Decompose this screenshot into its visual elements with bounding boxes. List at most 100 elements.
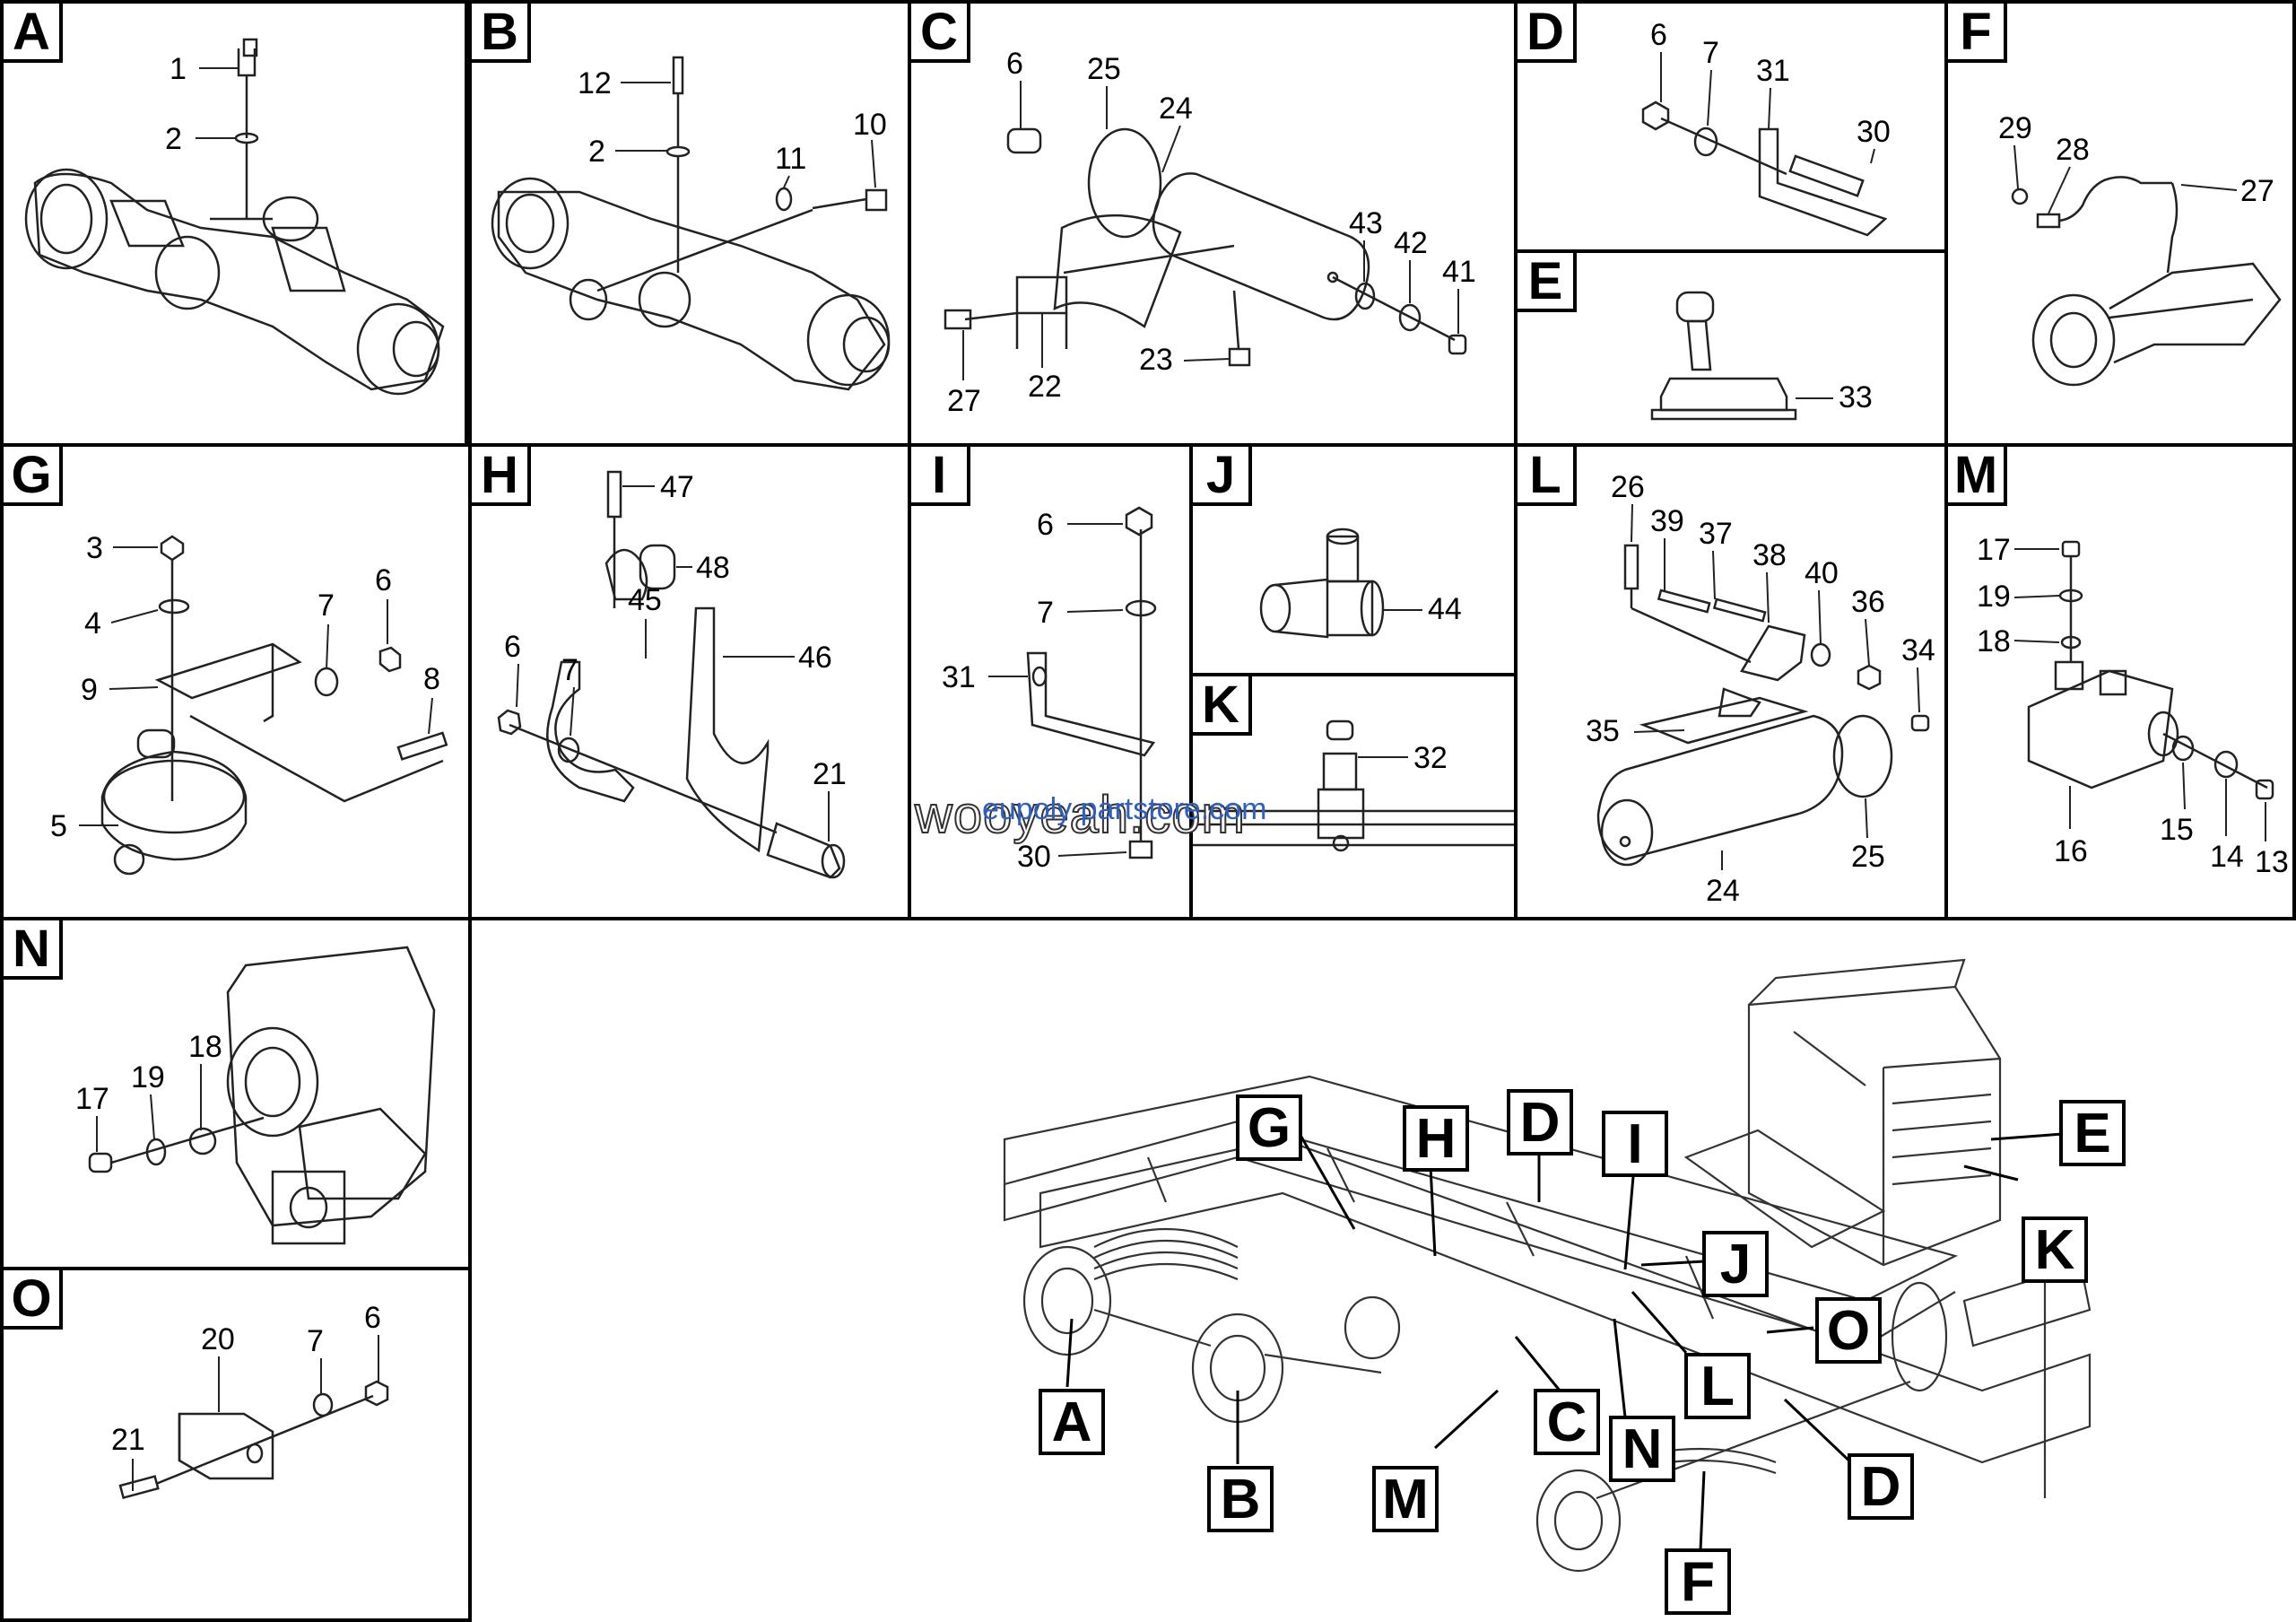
part-label: 30: [1857, 115, 1891, 149]
part-label: 37: [1699, 517, 1733, 551]
part-label: 18: [188, 1030, 222, 1064]
panel-m: M 17 19 18 16 15 14 13: [1944, 443, 2296, 920]
part-label: 20: [201, 1322, 235, 1356]
part-label: 29: [1998, 111, 2032, 145]
part-label: 36: [1851, 585, 1885, 619]
part-label: 24: [1159, 92, 1193, 126]
part-label: 48: [696, 551, 730, 585]
part-label: 6: [1650, 18, 1667, 52]
part-label: 14: [2210, 840, 2244, 874]
part-label: 23: [1139, 343, 1173, 377]
part-label: 39: [1650, 504, 1684, 538]
part-label: 7: [307, 1324, 324, 1358]
part-label: 6: [504, 630, 521, 664]
axle-drawing: [24, 38, 445, 396]
part-label: 47: [660, 470, 694, 504]
bracket-drawing: [1026, 506, 1157, 859]
panel-letter: B: [472, 4, 531, 63]
overview-callout-a: A: [1039, 1389, 1105, 1455]
part-label: 3: [86, 531, 103, 565]
panel-letter: H: [472, 447, 531, 506]
panel-h: H 47 48 45 46 6 7 21: [468, 443, 911, 920]
part-label: 21: [813, 757, 847, 791]
panel-letter: F: [1948, 4, 2007, 63]
part-label: 15: [2160, 813, 2194, 847]
axle-drawing: [491, 56, 891, 391]
part-label: 46: [798, 641, 832, 675]
overview-callout-f: F: [1665, 1548, 1731, 1615]
overview-callout-c: C: [1534, 1389, 1600, 1455]
part-label: 27: [2240, 174, 2274, 208]
part-label: 13: [2255, 845, 2289, 879]
part-label: 7: [317, 589, 335, 623]
part-label: 31: [942, 660, 976, 694]
part-label: 1: [170, 52, 187, 86]
part-label: 19: [1977, 580, 2011, 614]
part-label: 6: [1037, 508, 1054, 542]
part-label: 34: [1901, 633, 1935, 667]
part-label: 45: [628, 583, 662, 617]
panel-letter: K: [1193, 676, 1252, 736]
gearbox-drawing: [88, 946, 436, 1245]
overview-callout-n: N: [1609, 1416, 1675, 1482]
part-label: 42: [1394, 226, 1428, 260]
part-label: 31: [1756, 54, 1790, 88]
panel-letter: G: [4, 447, 63, 506]
part-label: 6: [364, 1301, 381, 1335]
part-label: 2: [165, 122, 182, 156]
panel-letter: M: [1948, 447, 2007, 506]
panel-l: L 26 39 37 38 40 36 34 35 24 25: [1514, 443, 1948, 920]
panel-o: O 20 7 6 21: [0, 1267, 472, 1622]
part-label: 27: [947, 384, 981, 418]
watermark-overlay: eupoly partstore.com: [982, 792, 1267, 826]
overview-callout-b: B: [1207, 1466, 1274, 1532]
part-label: 35: [1586, 714, 1620, 748]
part-label: 16: [2054, 834, 2088, 868]
watermark: wooyeah.com: [914, 785, 1246, 845]
part-label: 28: [2056, 133, 2090, 167]
part-label: 24: [1706, 874, 1740, 908]
panel-letter: C: [911, 4, 970, 63]
overview-callout-o: O: [1815, 1297, 1882, 1364]
valve-drawing: [100, 535, 448, 876]
part-label: 43: [1349, 206, 1383, 240]
part-label: 26: [1611, 470, 1645, 504]
part-label: 32: [1413, 741, 1448, 775]
part-label: 17: [75, 1082, 109, 1116]
part-label: 33: [1839, 380, 1873, 414]
part-label: 11: [775, 142, 807, 176]
bracket-drawing: [1641, 100, 1888, 237]
overview-callout-h: H: [1403, 1105, 1469, 1172]
overview-callout-e: E: [2059, 1100, 2126, 1166]
overview-callout-g: G: [1236, 1094, 1302, 1161]
part-label: 12: [578, 66, 612, 100]
part-label: 22: [1028, 370, 1062, 404]
switch-drawing: [1193, 719, 1514, 852]
tank-drawing: [1596, 544, 1930, 867]
part-label: 7: [1702, 36, 1719, 70]
panel-letter: N: [4, 920, 63, 980]
panel-a: A 1 2: [0, 0, 468, 447]
overview-callout-d: D: [1507, 1089, 1573, 1155]
panel-letter: D: [1518, 4, 1577, 63]
part-label: 6: [375, 563, 392, 597]
part-label: 25: [1087, 52, 1121, 86]
panel-letter: O: [4, 1270, 63, 1330]
part-label: 2: [588, 135, 605, 169]
panel-b: B 12 2 11 10: [468, 0, 911, 447]
bracket-drawing: [118, 1380, 389, 1500]
part-label: 21: [111, 1423, 145, 1457]
valve-drawing: [2027, 540, 2274, 800]
panel-n: N 17 19 18: [0, 917, 472, 1270]
part-label: 17: [1977, 533, 2011, 567]
part-label: 19: [131, 1060, 165, 1094]
panel-k: K 32: [1189, 673, 1518, 920]
part-label: 18: [1977, 624, 2011, 658]
part-label: 40: [1805, 556, 1839, 590]
overview-callout-m: M: [1372, 1466, 1439, 1532]
sensor-drawing: [2011, 176, 2282, 387]
lever-drawing: [1650, 291, 1797, 421]
part-label: 4: [84, 606, 101, 641]
part-label: 6: [1006, 47, 1023, 81]
